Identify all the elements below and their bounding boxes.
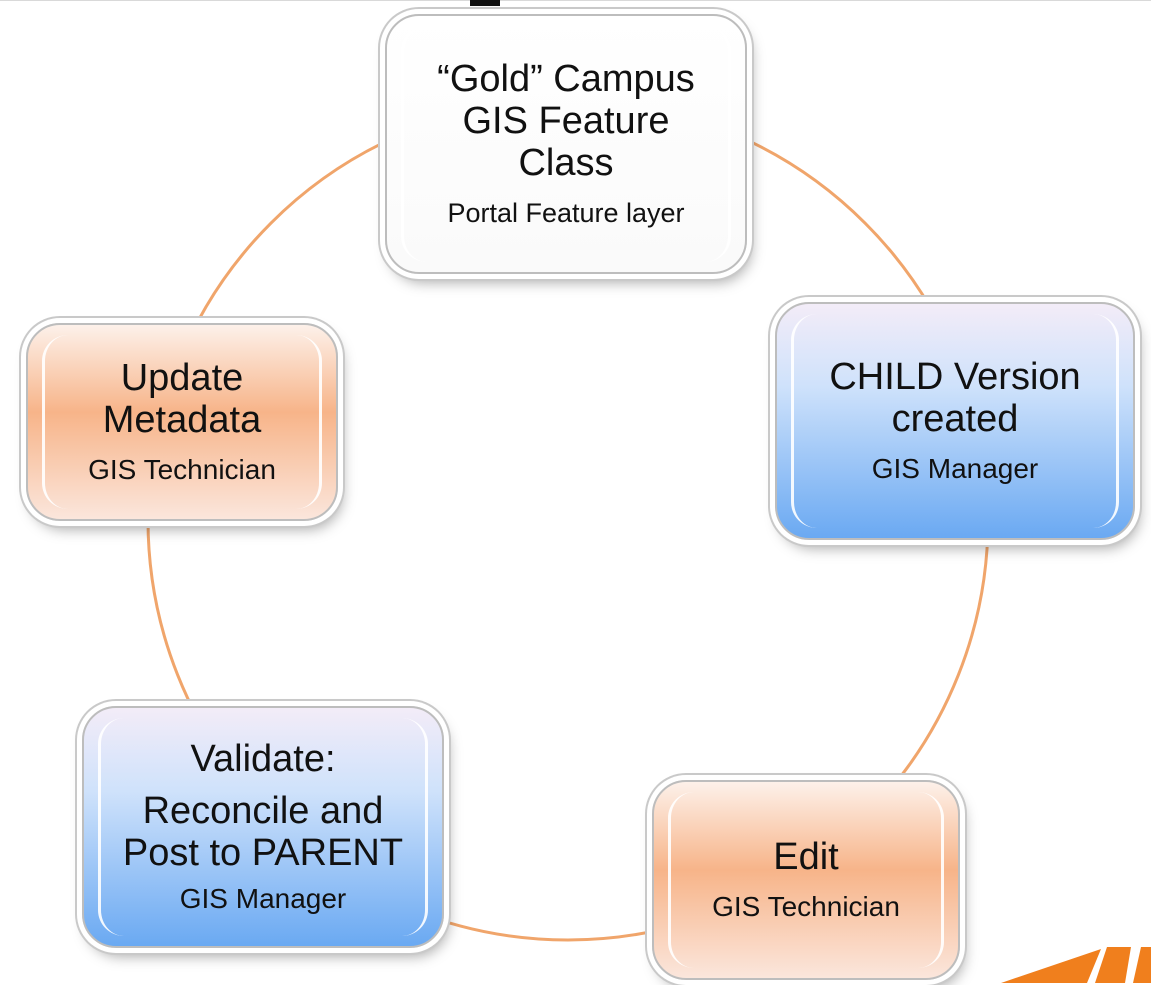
node-gold-campus-title: “Gold” Campus GIS Feature Class	[437, 58, 695, 184]
node-edit-title: Edit	[773, 836, 839, 878]
node-validate[interactable]: Validate: Reconcile and Post to PARENT G…	[82, 706, 444, 948]
node-child-version[interactable]: CHILD Version created GIS Manager	[775, 302, 1135, 540]
node-child-version-title: CHILD Version created	[829, 356, 1081, 440]
node-child-version-subtitle: GIS Manager	[871, 453, 1039, 484]
node-update-metadata-title: Update Metadata	[102, 357, 262, 441]
node-edit[interactable]: Edit GIS Technician	[652, 780, 960, 980]
top-edge-mark	[470, 0, 500, 6]
top-border-line	[0, 0, 1151, 1]
node-validate-title: Validate:	[190, 738, 336, 780]
node-validate-subtitle: GIS Manager	[179, 883, 347, 914]
node-update-metadata[interactable]: Update Metadata GIS Technician	[26, 323, 338, 521]
node-validate-detail: Reconcile and Post to PARENT	[122, 790, 404, 874]
node-edit-subtitle: GIS Technician	[712, 891, 900, 922]
node-update-metadata-subtitle: GIS Technician	[88, 454, 276, 485]
node-gold-campus[interactable]: “Gold” Campus GIS Feature Class Portal F…	[385, 14, 747, 274]
brand-logo	[1001, 947, 1151, 983]
node-gold-campus-subtitle: Portal Feature layer	[447, 198, 685, 228]
